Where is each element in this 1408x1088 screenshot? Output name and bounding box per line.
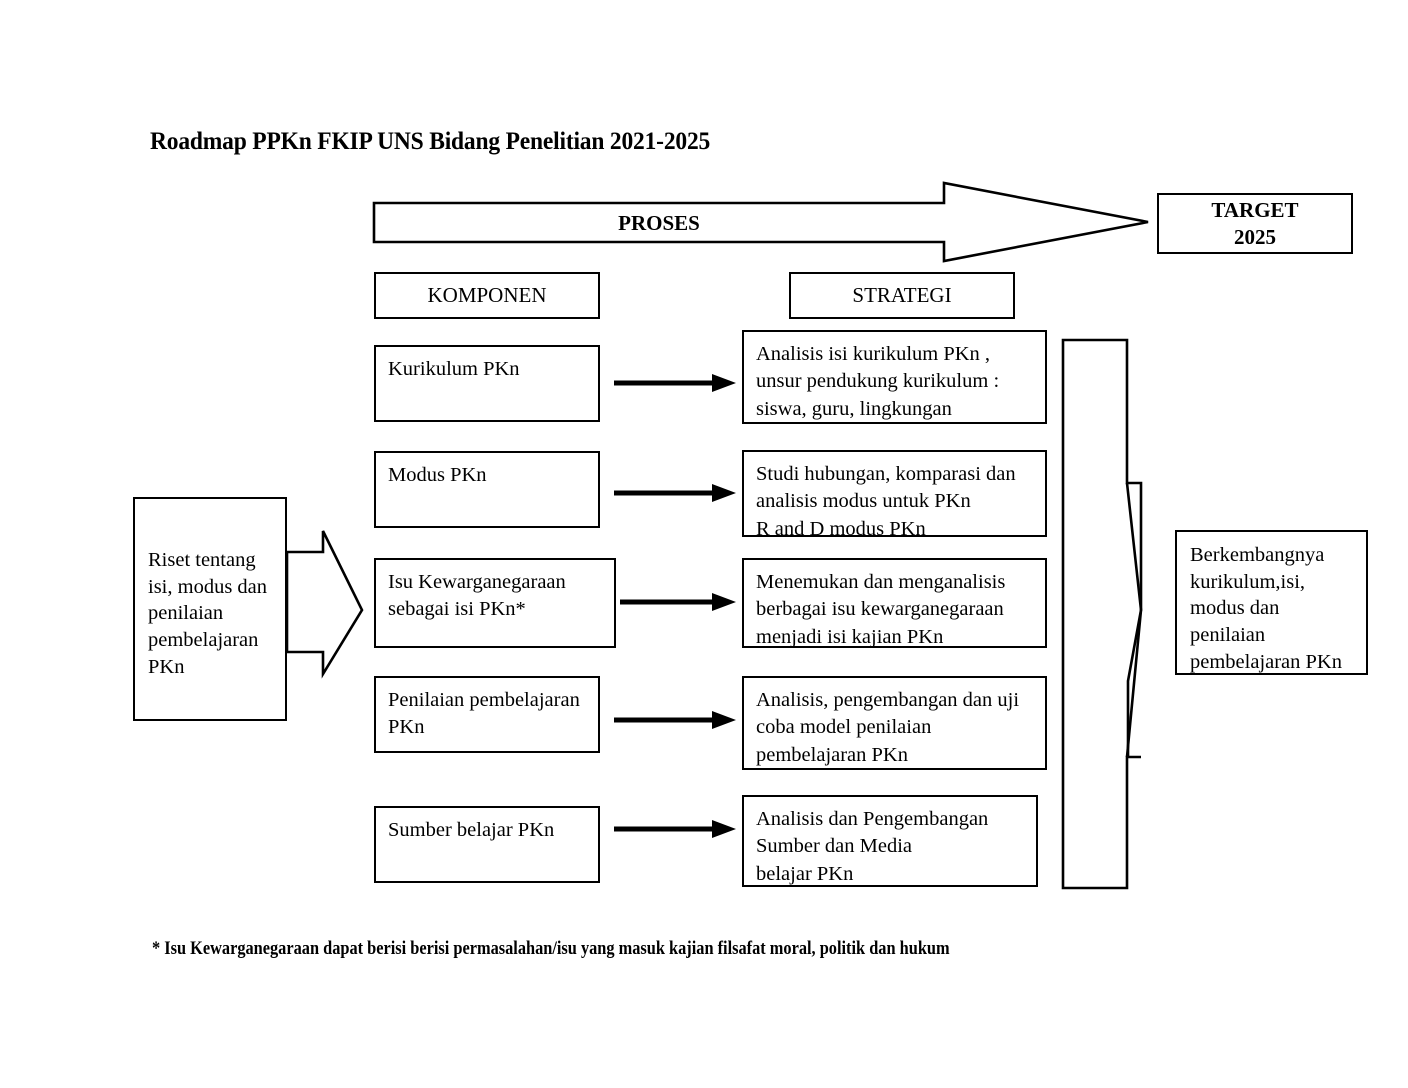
komponen-box-4: Penilaian pembelajaran PKn: [374, 676, 600, 753]
row-connector-arrow-3: [620, 593, 736, 611]
row-connector-arrow-4: [614, 711, 736, 729]
strategi-box-4: Analisis, pengembangan dan uji coba mode…: [742, 676, 1047, 770]
strategi-box-3: Menemukan dan menganalisis berbagai isu …: [742, 558, 1047, 648]
row-connector-arrow-5: [614, 820, 736, 838]
input-box-text: Riset tentang isi, modus dan penilaian p…: [148, 549, 268, 678]
input-block-arrow: [285, 530, 364, 679]
strategi-box-1: Analisis isi kurikulum PKn , unsur pendu…: [742, 330, 1047, 424]
komponen-box-2-label: Modus PKn: [388, 464, 487, 486]
strategi-box-5-label: Analisis dan Pengembangan Sumber dan Med…: [756, 808, 989, 885]
target-box-line2: 2025: [1234, 224, 1276, 249]
komponen-box-3: Isu Kewarganegaraan sebagai isi PKn*: [374, 558, 616, 648]
strategi-box-4-label: Analisis, pengembangan dan uji coba mode…: [756, 689, 1020, 766]
outcome-box: Berkembangnya kurikulum,isi, modus dan p…: [1175, 530, 1368, 675]
row-connector-arrow-1: [614, 374, 736, 392]
strategi-box-2: Studi hubungan, komparasi dan analisis m…: [742, 450, 1047, 540]
proses-label: PROSES: [618, 210, 700, 235]
page-title: Roadmap PPKn FKIP UNS Bidang Penelitian …: [150, 128, 711, 155]
komponen-box-1-label: Kurikulum PKn: [388, 358, 520, 380]
strategi-box-5: Analisis dan Pengembangan Sumber dan Med…: [742, 795, 1038, 887]
strategi-header: STRATEGI: [789, 272, 1015, 319]
komponen-box-2: Modus PKn: [374, 451, 600, 528]
komponen-box-4-label: Penilaian pembelajaran PKn: [388, 689, 580, 739]
outcome-box-text: Berkembangnya kurikulum,isi, modus dan p…: [1190, 544, 1342, 673]
komponen-box-5-label: Sumber belajar PKn: [388, 819, 555, 841]
komponen-header: KOMPONEN: [374, 272, 600, 319]
input-box: Riset tentang isi, modus dan penilaian p…: [133, 497, 287, 721]
target-box-line1: TARGET: [1211, 198, 1299, 223]
komponen-box-5: Sumber belajar PKn: [374, 806, 600, 883]
row-connector-arrow-2: [614, 484, 736, 502]
komponen-box-3-label: Isu Kewarganegaraan sebagai isi PKn*: [388, 571, 566, 621]
footnote: * Isu Kewarganegaraan dapat berisi beris…: [152, 938, 950, 959]
komponen-box-1: Kurikulum PKn: [374, 345, 600, 422]
row-connector-arrows: [614, 374, 736, 838]
strategi-box-3-label: Menemukan dan menganalisis berbagai isu …: [756, 571, 1006, 648]
komponen-header-label: KOMPONEN: [427, 283, 547, 307]
target-box: TARGET 2025: [1157, 193, 1353, 254]
outcome-brace-tip: [1125, 482, 1143, 758]
strategi-box-1-label: Analisis isi kurikulum PKn , unsur pendu…: [756, 343, 1000, 420]
strategi-box-2-label: Studi hubungan, komparasi dan analisis m…: [756, 463, 1016, 540]
strategi-header-label: STRATEGI: [852, 283, 952, 307]
outcome-brace: [1061, 338, 1143, 890]
